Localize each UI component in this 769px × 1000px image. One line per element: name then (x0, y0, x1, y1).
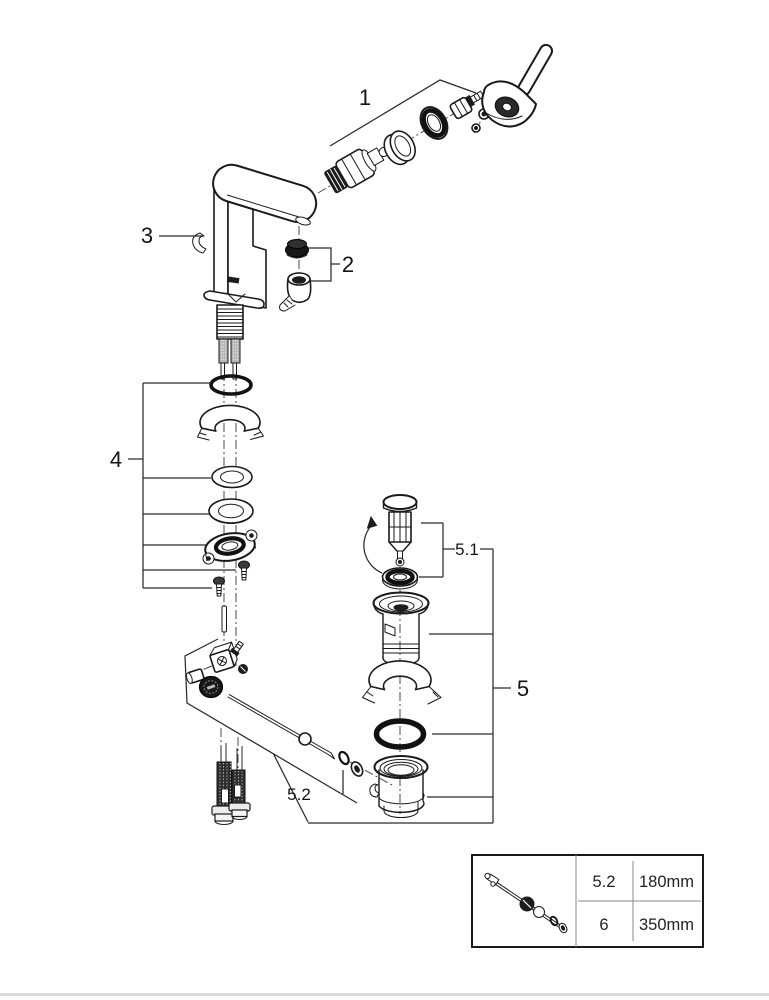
drain-plunger (363, 494, 418, 574)
leader-1 (329, 79, 477, 147)
rod-o-ring (338, 750, 350, 766)
rod-clevis-cube (209, 641, 238, 673)
faucet-body (192, 163, 318, 380)
leader-5 (308, 549, 511, 824)
washer-bottom (208, 498, 254, 524)
callout-leaders (128, 79, 511, 824)
page-bottom-rule (0, 993, 769, 996)
horizontal-rod (227, 694, 335, 760)
plunger-seal (381, 567, 419, 590)
horseshoe-washer (197, 404, 264, 441)
size-table-rod-drawing (484, 872, 568, 934)
callout-5-label: 5 (517, 676, 529, 701)
drain-horseshoe-washer (362, 660, 442, 705)
leader-2 (308, 247, 340, 282)
aerator-seal (285, 239, 309, 259)
hose-nut-right (228, 802, 251, 820)
drain-body (372, 591, 430, 666)
callout-2-label: 2 (342, 252, 354, 277)
leader-4 (128, 382, 236, 589)
clevis-screw (229, 640, 244, 657)
rotation-arrow (363, 525, 383, 574)
spout (212, 163, 318, 226)
table-row1-length: 180mm (639, 873, 694, 891)
callout-4-label: 4 (110, 447, 122, 472)
size-table: 5.2 180mm 6 350mm (471, 854, 704, 948)
knurled-knob (198, 675, 224, 699)
mounting-screw-left (213, 576, 225, 597)
cartridge-ring (383, 130, 416, 166)
hose-tails (218, 338, 241, 380)
spout-outlet (295, 216, 311, 226)
base-escutcheon (203, 290, 265, 309)
rod-fitting (185, 668, 205, 684)
table-row2-length: 350mm (639, 916, 694, 934)
callout-1-label: 1 (359, 85, 371, 110)
temperature-limiter-tab (192, 232, 207, 254)
mounting-flange (202, 529, 258, 565)
o-ring-large (209, 374, 253, 396)
callout-5-2-label: 5.2 (287, 785, 311, 804)
aerator (279, 272, 312, 312)
callout-labels: 1 2 3 4 5 5.1 5.2 (110, 85, 529, 804)
leader-5-2 (184, 638, 358, 823)
cap-ring (419, 106, 449, 140)
callout-3-label: 3 (141, 223, 153, 248)
guide-pin (221, 605, 227, 633)
drain-trap (369, 755, 429, 818)
popup-rod-assembly (185, 640, 364, 777)
table-row2-part-ref: 6 (599, 916, 608, 934)
drain-o-ring (373, 718, 427, 750)
handle-screw (465, 90, 485, 108)
rod-washer (350, 761, 364, 777)
leader-5-1 (419, 522, 493, 578)
table-row1-part-ref: 5.2 (593, 873, 616, 891)
mounting-screw-right (238, 560, 250, 581)
callout-5-1-label: 5.1 (455, 540, 479, 559)
lever-handle (481, 43, 553, 128)
washer-top (211, 465, 253, 489)
supply-hoses (211, 743, 251, 825)
handle-ball (471, 123, 481, 133)
threaded-shank (216, 304, 244, 340)
